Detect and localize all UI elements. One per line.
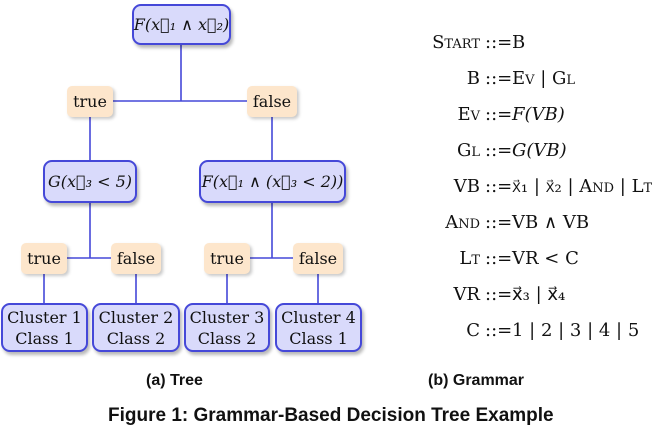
leaf-class: Class 2 xyxy=(106,328,166,348)
grammar-rule: Start ::= B xyxy=(340,24,640,60)
leaf-node: Cluster 2 Class 2 xyxy=(92,303,180,352)
edge-label-true: true xyxy=(67,86,113,117)
grammar-operator: ::= xyxy=(485,103,513,125)
left-decision-node: G(x⃗₃ < 5) xyxy=(43,160,137,203)
edge-label-true: true xyxy=(21,243,67,274)
grammar-operator: ::= xyxy=(485,139,513,161)
edge-label-text: false xyxy=(298,249,338,268)
edge-label-false: false xyxy=(111,243,161,274)
grammar-operator: ::= xyxy=(485,247,513,269)
grammar-operator: ::= xyxy=(485,67,513,89)
grammar-rule: VB ::= x⃗₁ | x⃗₂ | And | Lt xyxy=(340,168,652,204)
grammar-rhs: G(VB) xyxy=(512,139,567,161)
grammar-rhs: x⃗₁ | x⃗₂ | And | Lt xyxy=(512,175,652,197)
leaf-class: Class 1 xyxy=(15,328,74,348)
leaf-cluster: Cluster 3 xyxy=(189,307,265,327)
grammar-operator: ::= xyxy=(485,175,513,197)
grammar-operator: ::= xyxy=(485,283,513,305)
edge-label-text: true xyxy=(73,92,107,111)
leaf-class: Class 2 xyxy=(197,328,257,348)
grammar-rule: B ::= Ev | Gl xyxy=(340,60,640,96)
grammar-rule: VR ::= x⃗₃ | x⃗₄ xyxy=(340,276,640,312)
leaf-node: Cluster 3 Class 2 xyxy=(184,303,270,352)
grammar-rule: C ::= 1 | 2 | 3 | 4 | 5 xyxy=(340,312,640,348)
grammar-operator: ::= xyxy=(485,319,513,341)
tree-caption: (a) Tree xyxy=(146,372,203,389)
grammar-lhs: And xyxy=(445,211,480,233)
leaf-cluster: Cluster 2 xyxy=(98,307,174,327)
grammar-rule: Gl ::= G(VB) xyxy=(340,132,640,168)
edge-label-true: true xyxy=(204,243,250,274)
edge-label-false: false xyxy=(247,86,297,117)
grammar-rhs: F(VB) xyxy=(512,103,565,125)
grammar-lhs: Ev xyxy=(457,103,480,125)
grammar-rule: And ::= VB ∧ VB xyxy=(340,204,640,240)
grammar-lhs: Start xyxy=(432,31,480,53)
edge-label-text: true xyxy=(210,249,244,268)
grammar-lhs: VB xyxy=(453,175,480,197)
grammar-rhs: VB ∧ VB xyxy=(512,211,590,233)
leaf-node: Cluster 1 Class 1 xyxy=(1,303,88,352)
grammar-lhs: C xyxy=(466,319,480,341)
figure-caption: Figure 1: Grammar-Based Decision Tree Ex… xyxy=(108,405,554,426)
leaf-node: Cluster 4 Class 1 xyxy=(275,303,362,352)
root-node: F(x⃗₁ ∧ x⃗₂) xyxy=(132,4,231,45)
grammar-rhs: x⃗₃ | x⃗₄ xyxy=(512,283,566,305)
right-decision-node: F(x⃗₁ ∧ (x⃗₃ < 2)) xyxy=(199,160,346,203)
grammar-rhs: Ev | Gl xyxy=(512,67,576,89)
grammar-rhs: VR < C xyxy=(512,247,579,269)
right-decision-text: F(x⃗₁ ∧ (x⃗₃ < 2)) xyxy=(201,172,344,191)
grammar-lhs: Gl xyxy=(456,139,480,161)
grammar-lhs: B xyxy=(466,67,480,89)
root-node-text: F(x⃗₁ ∧ x⃗₂) xyxy=(133,15,230,34)
grammar-rule: Lt ::= VR < C xyxy=(340,240,640,276)
edge-label-text: true xyxy=(27,249,61,268)
grammar-rhs: 1 | 2 | 3 | 4 | 5 xyxy=(512,319,640,341)
grammar-lhs: VR xyxy=(453,283,480,305)
grammar-lhs: Lt xyxy=(459,247,480,269)
edge-label-text: false xyxy=(116,249,156,268)
grammar-operator: ::= xyxy=(485,211,513,233)
leaf-cluster: Cluster 1 xyxy=(7,307,82,327)
edge-label-text: false xyxy=(252,92,292,111)
grammar-operator: ::= xyxy=(485,31,513,53)
grammar-caption: (b) Grammar xyxy=(428,372,525,389)
grammar-rhs: B xyxy=(512,31,526,53)
leaf-cluster: Cluster 4 xyxy=(281,307,356,327)
left-decision-text: G(x⃗₃ < 5) xyxy=(47,172,133,191)
grammar-rule: Ev ::= F(VB) xyxy=(340,96,640,132)
leaf-class: Class 1 xyxy=(289,328,348,348)
edge-label-false: false xyxy=(293,243,343,274)
